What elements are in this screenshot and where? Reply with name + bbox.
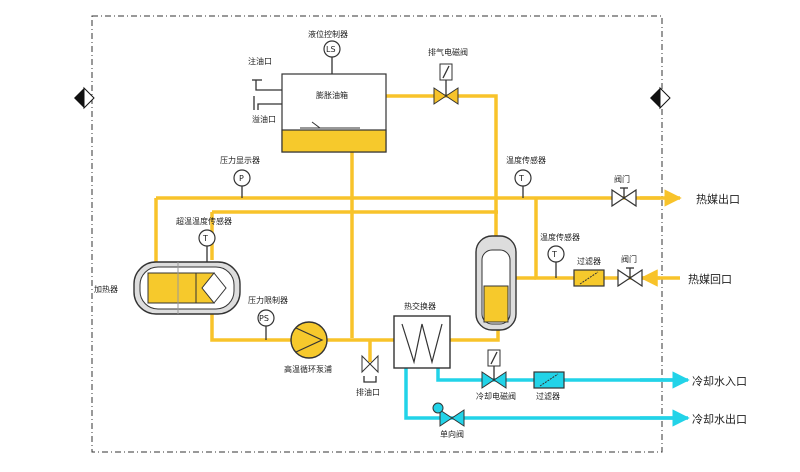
pressure-display-symbol: P — [239, 174, 244, 183]
pressure-limiter-label: 压力限制器 — [248, 295, 288, 305]
expansion-tank-label: 膨胀油箱 — [316, 90, 348, 100]
heat-exchanger-label: 热交换器 — [404, 301, 436, 311]
pressure-display — [233, 169, 251, 198]
mount-right-icon — [650, 86, 671, 110]
hot-return-label: 热媒回口 — [688, 273, 732, 286]
expansion-tank — [281, 73, 387, 153]
pressure-limiter-symbol: PS — [259, 314, 269, 323]
vent-solenoid-valve[interactable] — [433, 63, 459, 105]
valve-mid-label: 阀门 — [621, 254, 637, 264]
check-valve — [432, 402, 465, 427]
overtemp-sensor — [198, 229, 216, 262]
cooling-out-label: 冷却水出口 — [692, 412, 747, 426]
temp-sensor-top — [514, 169, 532, 198]
return-filter — [573, 269, 605, 287]
filter-water-label: 过滤器 — [536, 391, 560, 401]
overtemp-sensor-symbol: T — [202, 234, 208, 243]
temp-sensor-top-label: 温度传感器 — [506, 155, 546, 165]
cooling-in-label: 冷却水入口 — [692, 375, 747, 388]
hot-outlet-label: 热媒出口 — [696, 192, 740, 206]
water-filter — [533, 371, 565, 389]
circulation-pump — [290, 321, 328, 359]
fill-port-label: 注油口 — [248, 56, 272, 66]
temp-sensor-top-symbol: T — [518, 174, 524, 183]
machine-enclosure-frame — [91, 15, 663, 453]
overtemp-sensor-label: 超温温度传感器 — [176, 216, 232, 226]
vent-solenoid-label: 排气电磁阀 — [428, 47, 468, 57]
cooling-solenoid-label: 冷却电磁阀 — [476, 391, 516, 401]
hot-oil-piping — [154, 94, 682, 362]
valve-top-label: 阀门 — [614, 174, 630, 184]
filter-mid-label: 过滤器 — [577, 256, 601, 266]
heat-exchanger — [393, 315, 451, 369]
temp-sensor-mid-symbol: T — [551, 250, 557, 259]
level-controller-symbol: LS — [326, 45, 336, 54]
mount-left-icon — [74, 86, 95, 110]
heater-label: 加热器 — [94, 284, 118, 294]
temp-sensor-mid-label: 温度传感器 — [540, 232, 580, 242]
drain-valve[interactable] — [361, 354, 379, 383]
pump-label: 高温循环泵浦 — [284, 364, 332, 374]
check-valve-label: 单向阀 — [440, 429, 464, 439]
level-controller-label: 液位控制器 — [308, 29, 348, 39]
return-valve[interactable] — [617, 267, 643, 288]
pressure-limiter — [257, 309, 275, 340]
pressure-display-label: 压力显示器 — [220, 155, 260, 165]
level-controller — [323, 40, 341, 74]
temp-sensor-mid — [547, 245, 565, 278]
hot-oil-vessel — [475, 235, 517, 331]
fill-port — [252, 79, 282, 91]
overflow-port — [253, 96, 282, 110]
overflow-port-label: 溢油口 — [252, 114, 276, 124]
hot-outlet-valve[interactable] — [611, 187, 637, 208]
cooling-solenoid-valve[interactable] — [481, 349, 507, 389]
heater — [133, 261, 241, 315]
drain-label: 排油口 — [356, 387, 380, 397]
